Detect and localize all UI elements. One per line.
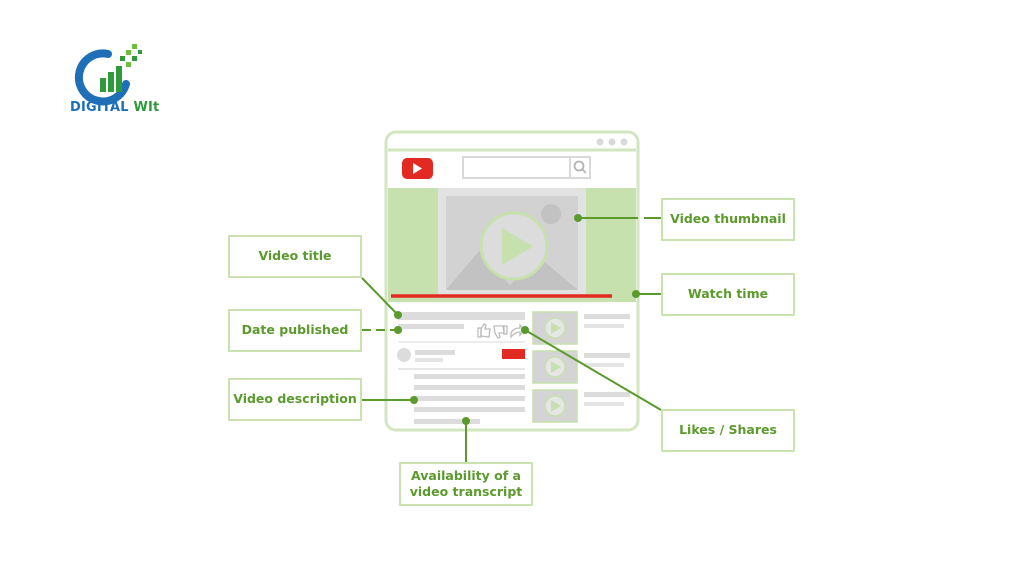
label-video-description: Video description xyxy=(228,378,362,421)
transcript-line xyxy=(414,419,480,424)
connector-likes-shares xyxy=(524,329,662,411)
logo-brand-text: DIGITAL WIt xyxy=(70,100,159,115)
label-watch-time: Watch time xyxy=(661,273,795,316)
connectors xyxy=(361,217,662,462)
related-video xyxy=(532,311,630,345)
thumbs-up-icon xyxy=(477,323,491,338)
channel-avatar xyxy=(397,348,411,362)
description-line xyxy=(414,396,525,401)
label-video-thumbnail: Video thumbnail xyxy=(661,198,795,241)
logo-brand-accent: WIt xyxy=(133,100,160,115)
label-date-published: Date published xyxy=(228,309,362,352)
window-dot-icon xyxy=(596,138,604,146)
digital-wit-logo-icon xyxy=(74,44,142,106)
description-line xyxy=(414,374,525,379)
logo-brand-main: DIGITAL xyxy=(70,100,129,115)
description-line xyxy=(414,385,525,390)
label-likes-shares: Likes / Shares xyxy=(661,409,795,452)
label-video-title: Video title xyxy=(228,235,362,278)
window-dot-icon xyxy=(620,138,628,146)
window-dot-icon xyxy=(608,138,616,146)
related-video xyxy=(532,389,630,423)
description-line xyxy=(414,407,525,412)
label-transcript-line1: Availability of a xyxy=(411,467,521,483)
related-video xyxy=(532,350,630,384)
search-icon xyxy=(573,160,587,174)
label-transcript: Availability of a video transcript xyxy=(399,462,533,506)
connector-video-title xyxy=(361,277,399,316)
thumbs-down-icon xyxy=(493,325,508,339)
youtube-logo-icon xyxy=(402,158,433,179)
title-line xyxy=(398,312,525,320)
label-transcript-line2: video transcript xyxy=(409,484,523,499)
subscribe-button xyxy=(502,349,525,359)
play-icon xyxy=(479,211,549,281)
search-bar xyxy=(462,156,591,179)
